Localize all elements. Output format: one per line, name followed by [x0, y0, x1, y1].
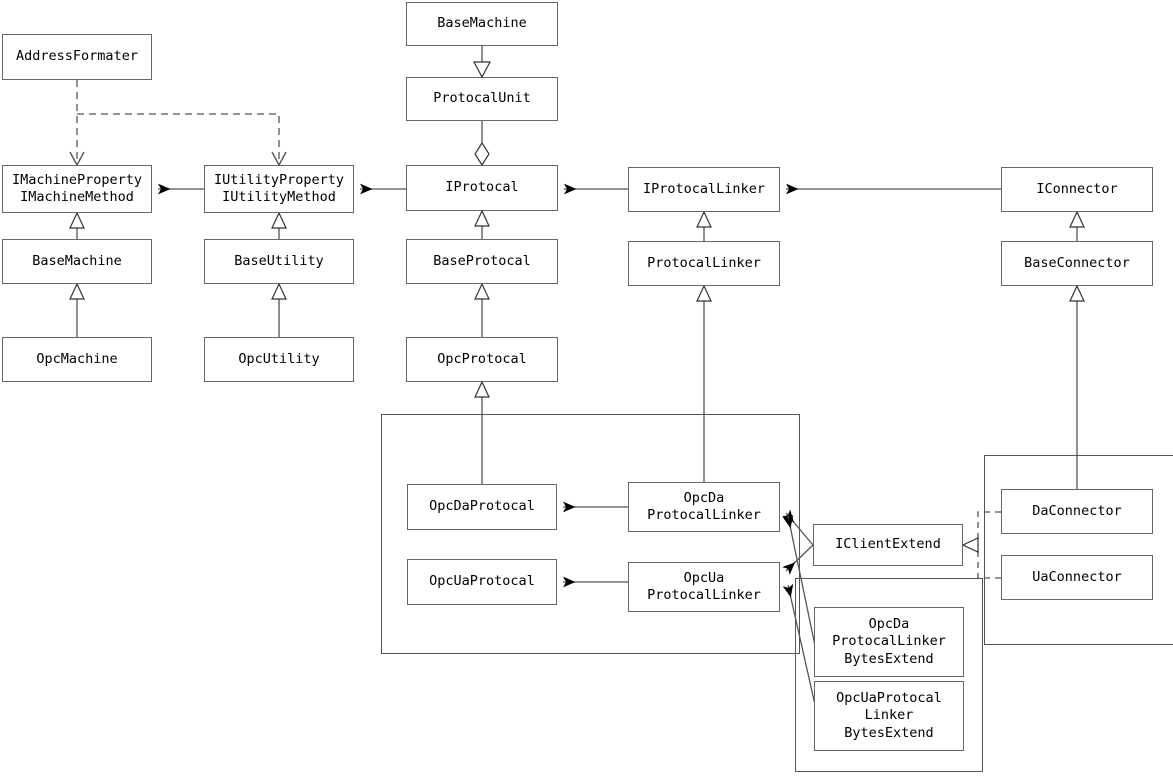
class-box-opcuaprotocallinker[interactable]: OpcUa ProtocalLinker	[628, 562, 780, 612]
class-box-uaconnector[interactable]: UaConnector	[1001, 555, 1153, 600]
class-box-opcdaprotocallinkerbytesextend[interactable]: OpcDa ProtocalLinker BytesExtend	[814, 607, 964, 677]
arrowhead-up-iconnector	[1069, 210, 1085, 228]
class-box-protocallinker[interactable]: ProtocalLinker	[628, 241, 780, 286]
class-box-iclientextend[interactable]: IClientExtend	[813, 524, 963, 566]
arrowhead-up-protocallinker	[696, 284, 712, 302]
arrowhead-up-baseutility	[271, 282, 287, 300]
class-box-daconnector[interactable]: DaConnector	[1001, 489, 1153, 534]
edge-addressformater-iutilityproperty	[77, 113, 280, 165]
arrowhead-up-baseprotocal	[474, 282, 490, 300]
class-box-iprotocallinker[interactable]: IProtocalLinker	[628, 167, 780, 212]
class-box-opcuaprotocal[interactable]: OpcUaProtocal	[407, 559, 557, 605]
class-box-baseconnector[interactable]: BaseConnector	[1001, 241, 1153, 286]
class-box-protocalunit[interactable]: ProtocalUnit	[406, 77, 558, 121]
class-box-imachineproperty-imachinemethod[interactable]: IMachineProperty IMachineMethod	[2, 165, 152, 213]
group-connectors-package	[984, 455, 1173, 645]
arrowhead-up-basemachine	[69, 282, 85, 300]
arrowhead-up-iprotocallinker	[696, 210, 712, 228]
class-box-basemachine-top[interactable]: BaseMachine	[406, 2, 558, 46]
arrowhead-down-protocalunit	[473, 61, 491, 79]
class-box-opcmachine[interactable]: OpcMachine	[2, 337, 152, 382]
arrowhead-up-iprotocal	[474, 209, 490, 227]
class-box-opcutility[interactable]: OpcUtility	[204, 337, 354, 382]
class-box-opcdaprotocal[interactable]: OpcDaProtocal	[407, 484, 557, 530]
class-box-baseprotocal[interactable]: BaseProtocal	[406, 239, 558, 284]
arrowhead-openv-imachineproperty	[69, 151, 85, 167]
arrowhead-openv-iutilityproperty	[271, 151, 287, 167]
arrowhead-left-iclientextend	[961, 537, 979, 553]
arrowhead-up-opcprotocal	[474, 380, 490, 398]
class-box-addressformater[interactable]: AddressFormater	[2, 34, 152, 80]
class-box-opcuaprotocallinkerbytesextend[interactable]: OpcUaProtocal Linker BytesExtend	[814, 681, 964, 751]
class-box-baseutility[interactable]: BaseUtility	[204, 239, 354, 284]
class-box-iprotocal[interactable]: IProtocal	[406, 165, 558, 211]
arrowhead-up-baseconnector	[1069, 284, 1085, 302]
class-box-opcprotocal[interactable]: OpcProtocal	[406, 337, 558, 382]
class-box-opcdaprotocallinker[interactable]: OpcDa ProtocalLinker	[628, 482, 780, 532]
class-box-iutilityproperty-iutilitymethod[interactable]: IUtilityProperty IUtilityMethod	[204, 165, 354, 213]
arrowhead-diamond-iprotocal	[474, 141, 490, 167]
group-opc-protocal-package	[381, 414, 800, 654]
arrowhead-up-imachineproperty	[69, 211, 85, 229]
class-box-basemachine[interactable]: BaseMachine	[2, 239, 152, 284]
arrowhead-up-iutilityproperty	[271, 211, 287, 229]
class-box-iconnector[interactable]: IConnector	[1001, 167, 1153, 212]
